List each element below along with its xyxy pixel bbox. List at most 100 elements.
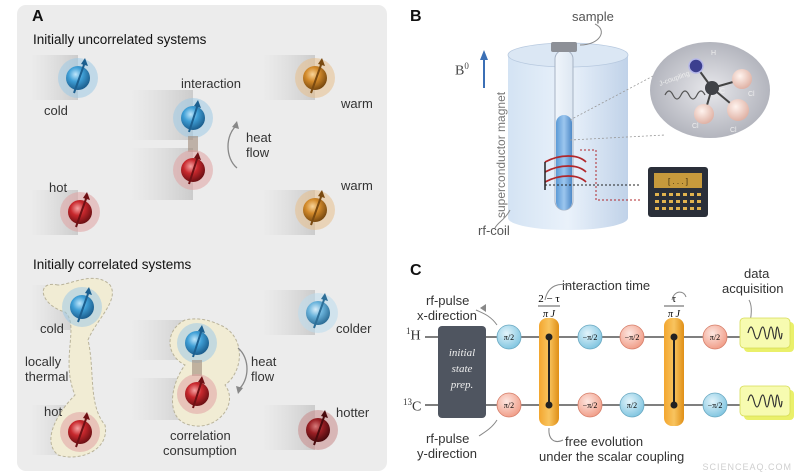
label-rf-coil: rf-coil bbox=[478, 223, 510, 238]
pulse-h-2: −π/2 bbox=[577, 324, 603, 350]
label-sample: sample bbox=[572, 9, 614, 24]
label-hot-bottom: hot bbox=[44, 404, 63, 419]
atom-cl-label: Cl bbox=[748, 91, 755, 98]
panel-a-illustration bbox=[30, 55, 338, 458]
label-cold-top: cold bbox=[44, 103, 68, 118]
atom-cl bbox=[727, 99, 749, 121]
label-field: B0 bbox=[455, 61, 469, 79]
label-c-nucleus: 13C bbox=[403, 397, 422, 415]
label-hotter: hotter bbox=[336, 405, 370, 420]
label-scalar-coupling: under the scalar coupling bbox=[539, 449, 685, 464]
spin-cold-top bbox=[58, 58, 98, 98]
tube-cap bbox=[551, 42, 577, 52]
label-free-evolution: free evolution bbox=[565, 434, 644, 449]
spin-hotter bbox=[298, 410, 338, 450]
pulse-label: −π/2 bbox=[583, 333, 598, 342]
interaction-link bbox=[188, 136, 198, 152]
heat-flow-arrow-top bbox=[227, 124, 238, 169]
atom-c bbox=[705, 81, 719, 95]
label-acquisition: acquisition bbox=[722, 281, 784, 296]
label-warm-1: warm bbox=[341, 96, 373, 111]
label-data: data bbox=[744, 266, 770, 281]
spin-hot-interacting-correlated bbox=[177, 374, 217, 414]
panel-c-letter: C bbox=[410, 262, 422, 279]
spin-cold-interaction bbox=[173, 98, 213, 138]
label-colder: colder bbox=[336, 321, 372, 336]
watermark: SCIENCEAQ.COM bbox=[702, 462, 792, 472]
atom-cl bbox=[732, 69, 752, 89]
label-y-direction: y-direction bbox=[417, 446, 477, 461]
spin-cold-correlated bbox=[62, 287, 102, 327]
pulse-c-2: −π/2 bbox=[577, 392, 603, 418]
pulse-label: −π/2 bbox=[625, 333, 640, 342]
panel-b-letter: B bbox=[410, 8, 422, 25]
label-heat-top: heat bbox=[246, 130, 272, 145]
label-correlation: correlation bbox=[170, 428, 231, 443]
prep-line-1: initial bbox=[449, 347, 475, 359]
frac-left-den: π J bbox=[543, 309, 556, 320]
atom-c-label: C bbox=[720, 88, 725, 95]
atom-h bbox=[688, 58, 704, 74]
correlated-title: Initially correlated systems bbox=[33, 257, 192, 272]
uncorrelated-title: Initially uncorrelated systems bbox=[33, 32, 207, 47]
label-interaction: interaction bbox=[181, 76, 241, 91]
pulse-h-3: −π/2 bbox=[619, 324, 645, 350]
heat-flow-arrow-bottom bbox=[237, 347, 248, 391]
label-consumption: consumption bbox=[163, 443, 237, 458]
label-rf-pulse-x: rf-pulse bbox=[426, 293, 470, 308]
atom-cl bbox=[694, 104, 714, 124]
panel-c-circuit: initial state prep. 2 − τ π J τ π J π/2 … bbox=[425, 283, 794, 442]
interaction-link bbox=[192, 360, 202, 376]
atom-h-label: H bbox=[711, 50, 716, 57]
spin-warm-bottom bbox=[295, 190, 335, 230]
panel-a-letter: A bbox=[32, 8, 44, 25]
pulse-h-1: π/2 bbox=[496, 324, 522, 350]
frac-right-num: τ bbox=[672, 293, 677, 305]
pulse-label: π/2 bbox=[710, 333, 720, 342]
acquisition-box-h bbox=[739, 317, 794, 352]
pulse-c-4: −π/2 bbox=[702, 392, 728, 418]
initial-state-prep-box bbox=[438, 326, 486, 418]
label-rf-pulse-y: rf-pulse bbox=[426, 431, 470, 446]
spin-hot-top bbox=[60, 192, 100, 232]
pulse-label: π/2 bbox=[504, 333, 514, 342]
label-interaction-time: interaction time bbox=[562, 278, 651, 293]
label-heat-bottom: heat bbox=[251, 354, 277, 369]
prep-line-2: state bbox=[452, 363, 473, 375]
spin-cold-interacting-correlated bbox=[177, 323, 217, 363]
sample-pointer bbox=[579, 23, 602, 46]
rf-coil bbox=[544, 155, 587, 183]
pulse-label: π/2 bbox=[504, 401, 514, 410]
spin-hot-interaction bbox=[173, 150, 213, 190]
label-flow-bottom: flow bbox=[251, 369, 275, 384]
pulse-label: −π/2 bbox=[583, 401, 598, 410]
atom-cl-label: Cl bbox=[730, 127, 737, 134]
panel-b-illustration: [ . . . ] H C Cl Cl Cl J-coupling bbox=[480, 23, 770, 230]
acquisition-box-c bbox=[739, 385, 794, 420]
pulse-c-1: π/2 bbox=[496, 392, 522, 418]
frac-left-num: 2 − τ bbox=[538, 293, 560, 305]
frac-right-den: π J bbox=[668, 309, 681, 320]
console-buttons bbox=[655, 193, 701, 210]
spin-warm-top bbox=[295, 58, 335, 98]
label-thermal: thermal bbox=[25, 369, 69, 384]
atom-cl-label: Cl bbox=[692, 123, 699, 130]
label-locally: locally bbox=[25, 354, 62, 369]
console-screen bbox=[654, 173, 702, 188]
rf-coil-pointer bbox=[494, 209, 511, 229]
label-h-nucleus: 1H bbox=[406, 326, 421, 344]
pulse-label: −π/2 bbox=[708, 401, 723, 410]
label-cold-bottom: cold bbox=[40, 321, 64, 336]
spin-colder bbox=[298, 293, 338, 333]
sample-liquid bbox=[556, 115, 572, 210]
console-screen-text: [ . . . ] bbox=[668, 177, 688, 186]
spin-hot-correlated bbox=[60, 412, 100, 452]
label-warm-2: warm bbox=[341, 178, 373, 193]
label-x-direction: x-direction bbox=[417, 308, 477, 323]
pulse-c-3: π/2 bbox=[619, 392, 645, 418]
prep-line-3: prep. bbox=[450, 379, 474, 391]
pulse-label: π/2 bbox=[627, 401, 637, 410]
label-hot-top: hot bbox=[49, 180, 68, 195]
pulse-h-5: π/2 bbox=[702, 324, 728, 350]
label-flow-top: flow bbox=[246, 145, 270, 160]
